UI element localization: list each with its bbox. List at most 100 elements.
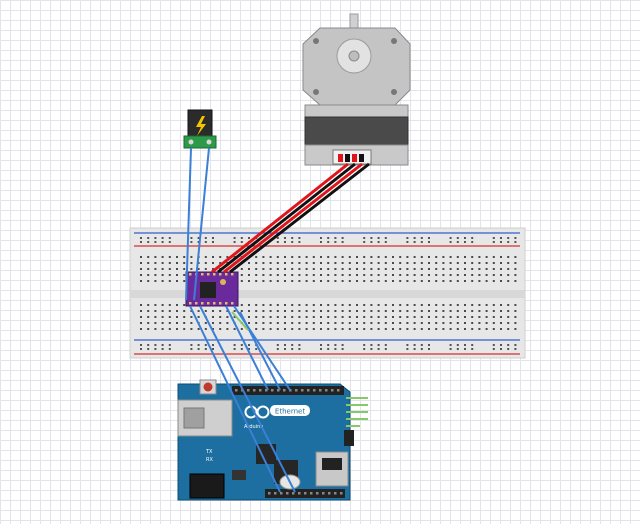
breadboard-hole — [348, 268, 351, 270]
breadboard-hole — [212, 316, 214, 318]
dc-power-jack[interactable] — [183, 109, 217, 149]
breadboard-hole — [305, 268, 308, 270]
breadboard-hole — [197, 310, 200, 312]
breadboard-hole — [262, 316, 265, 318]
breadboard-hole — [327, 322, 330, 324]
breadboard-hole — [291, 322, 294, 324]
breadboard-hole — [320, 268, 322, 270]
breadboard-hole — [168, 316, 171, 318]
icsp-header — [344, 430, 354, 446]
breadboard-hole — [140, 310, 142, 312]
breadboard-hole — [204, 256, 207, 258]
breadboard-hole — [464, 310, 466, 312]
breadboard-hole — [291, 274, 294, 276]
breadboard-hole — [356, 262, 358, 264]
breadboard-hole — [262, 280, 265, 282]
breadboard-hole — [492, 322, 495, 324]
breadboard-hole — [485, 274, 488, 276]
breadboard-hole — [262, 262, 265, 264]
breadboard-hole — [507, 268, 510, 270]
breadboard-hole — [428, 304, 430, 306]
stepper-motor[interactable] — [302, 13, 411, 166]
breadboard-hole — [276, 262, 279, 264]
breadboard-hole — [406, 316, 409, 318]
potentiometer[interactable] — [220, 279, 226, 285]
breadboard-hole — [269, 256, 272, 258]
breadboard-hole — [219, 322, 222, 324]
rail-hole — [428, 241, 430, 243]
breadboard-hole — [485, 322, 488, 324]
breadboard-hole — [492, 304, 495, 306]
breadboard[interactable] — [129, 227, 526, 359]
breadboard-hole — [384, 304, 387, 306]
rail-hole — [464, 241, 466, 243]
breadboard-hole — [406, 304, 409, 306]
rail-hole — [406, 344, 409, 346]
rail-hole — [168, 348, 171, 350]
rail-hole — [240, 241, 243, 243]
header-pin — [325, 389, 328, 392]
header-pin — [274, 492, 277, 495]
breadboard-hole — [428, 310, 430, 312]
board-power-jack[interactable] — [189, 473, 225, 499]
breadboard-hole — [183, 280, 186, 282]
rail-hole — [471, 348, 474, 350]
breadboard-hole — [442, 262, 445, 264]
breadboard-hole — [464, 262, 466, 264]
breadboard-hole — [248, 304, 250, 306]
breadboard-hole — [161, 304, 164, 306]
breadboard-hole — [413, 274, 416, 276]
driver-chip — [200, 282, 216, 298]
rail-hole — [240, 348, 243, 350]
breadboard-hole — [327, 328, 330, 330]
rail-hole — [334, 237, 337, 239]
rail-hole — [248, 348, 250, 350]
breadboard-hole — [428, 322, 430, 324]
stepper-driver-board[interactable] — [185, 271, 239, 307]
breadboard-hole — [212, 262, 214, 264]
breadboard-hole — [240, 274, 243, 276]
breadboard-hole — [413, 304, 416, 306]
motor-shaft-end — [348, 50, 360, 62]
driver-pin — [225, 273, 228, 276]
breadboard-hole — [384, 328, 387, 330]
breadboard-hole — [456, 274, 459, 276]
rail-hole — [334, 344, 337, 346]
rail-hole — [240, 344, 243, 346]
breadboard-hole — [449, 304, 452, 306]
breadboard-hole — [356, 328, 358, 330]
breadboard-hole — [377, 268, 380, 270]
breadboard-hole — [226, 322, 229, 324]
rail-hole — [341, 237, 344, 239]
breadboard-hole — [305, 274, 308, 276]
rail-hole — [500, 344, 502, 346]
breadboard-hole — [305, 328, 308, 330]
rail-hole — [334, 241, 337, 243]
rail-hole — [147, 344, 150, 346]
reset-button[interactable] — [203, 382, 213, 392]
breadboard-hole — [140, 262, 142, 264]
breadboard-hole — [435, 316, 438, 318]
breadboard-hole — [204, 262, 207, 264]
breadboard-hole — [377, 262, 380, 264]
breadboard-hole — [507, 328, 510, 330]
rail-hole — [492, 241, 495, 243]
breadboard-hole — [492, 268, 495, 270]
driver-pin — [189, 273, 192, 276]
arduino-ethernet-board[interactable]: Arduino Ethernet TX RX — [177, 379, 368, 501]
breadboard-hole — [356, 310, 358, 312]
breadboard-hole — [341, 268, 344, 270]
breadboard-hole — [428, 262, 430, 264]
breadboard-hole — [233, 316, 236, 318]
breadboard-hole — [363, 322, 366, 324]
breadboard-hole — [413, 328, 416, 330]
breadboard-hole — [348, 316, 351, 318]
breadboard-hole — [478, 268, 481, 270]
power-bolt-icon — [196, 116, 206, 136]
breadboard-hole — [485, 262, 488, 264]
breadboard-hole — [262, 256, 265, 258]
breadboard-hole — [406, 256, 409, 258]
breadboard-hole — [514, 322, 517, 324]
breadboard-hole — [168, 280, 171, 282]
breadboard-hole — [478, 322, 481, 324]
